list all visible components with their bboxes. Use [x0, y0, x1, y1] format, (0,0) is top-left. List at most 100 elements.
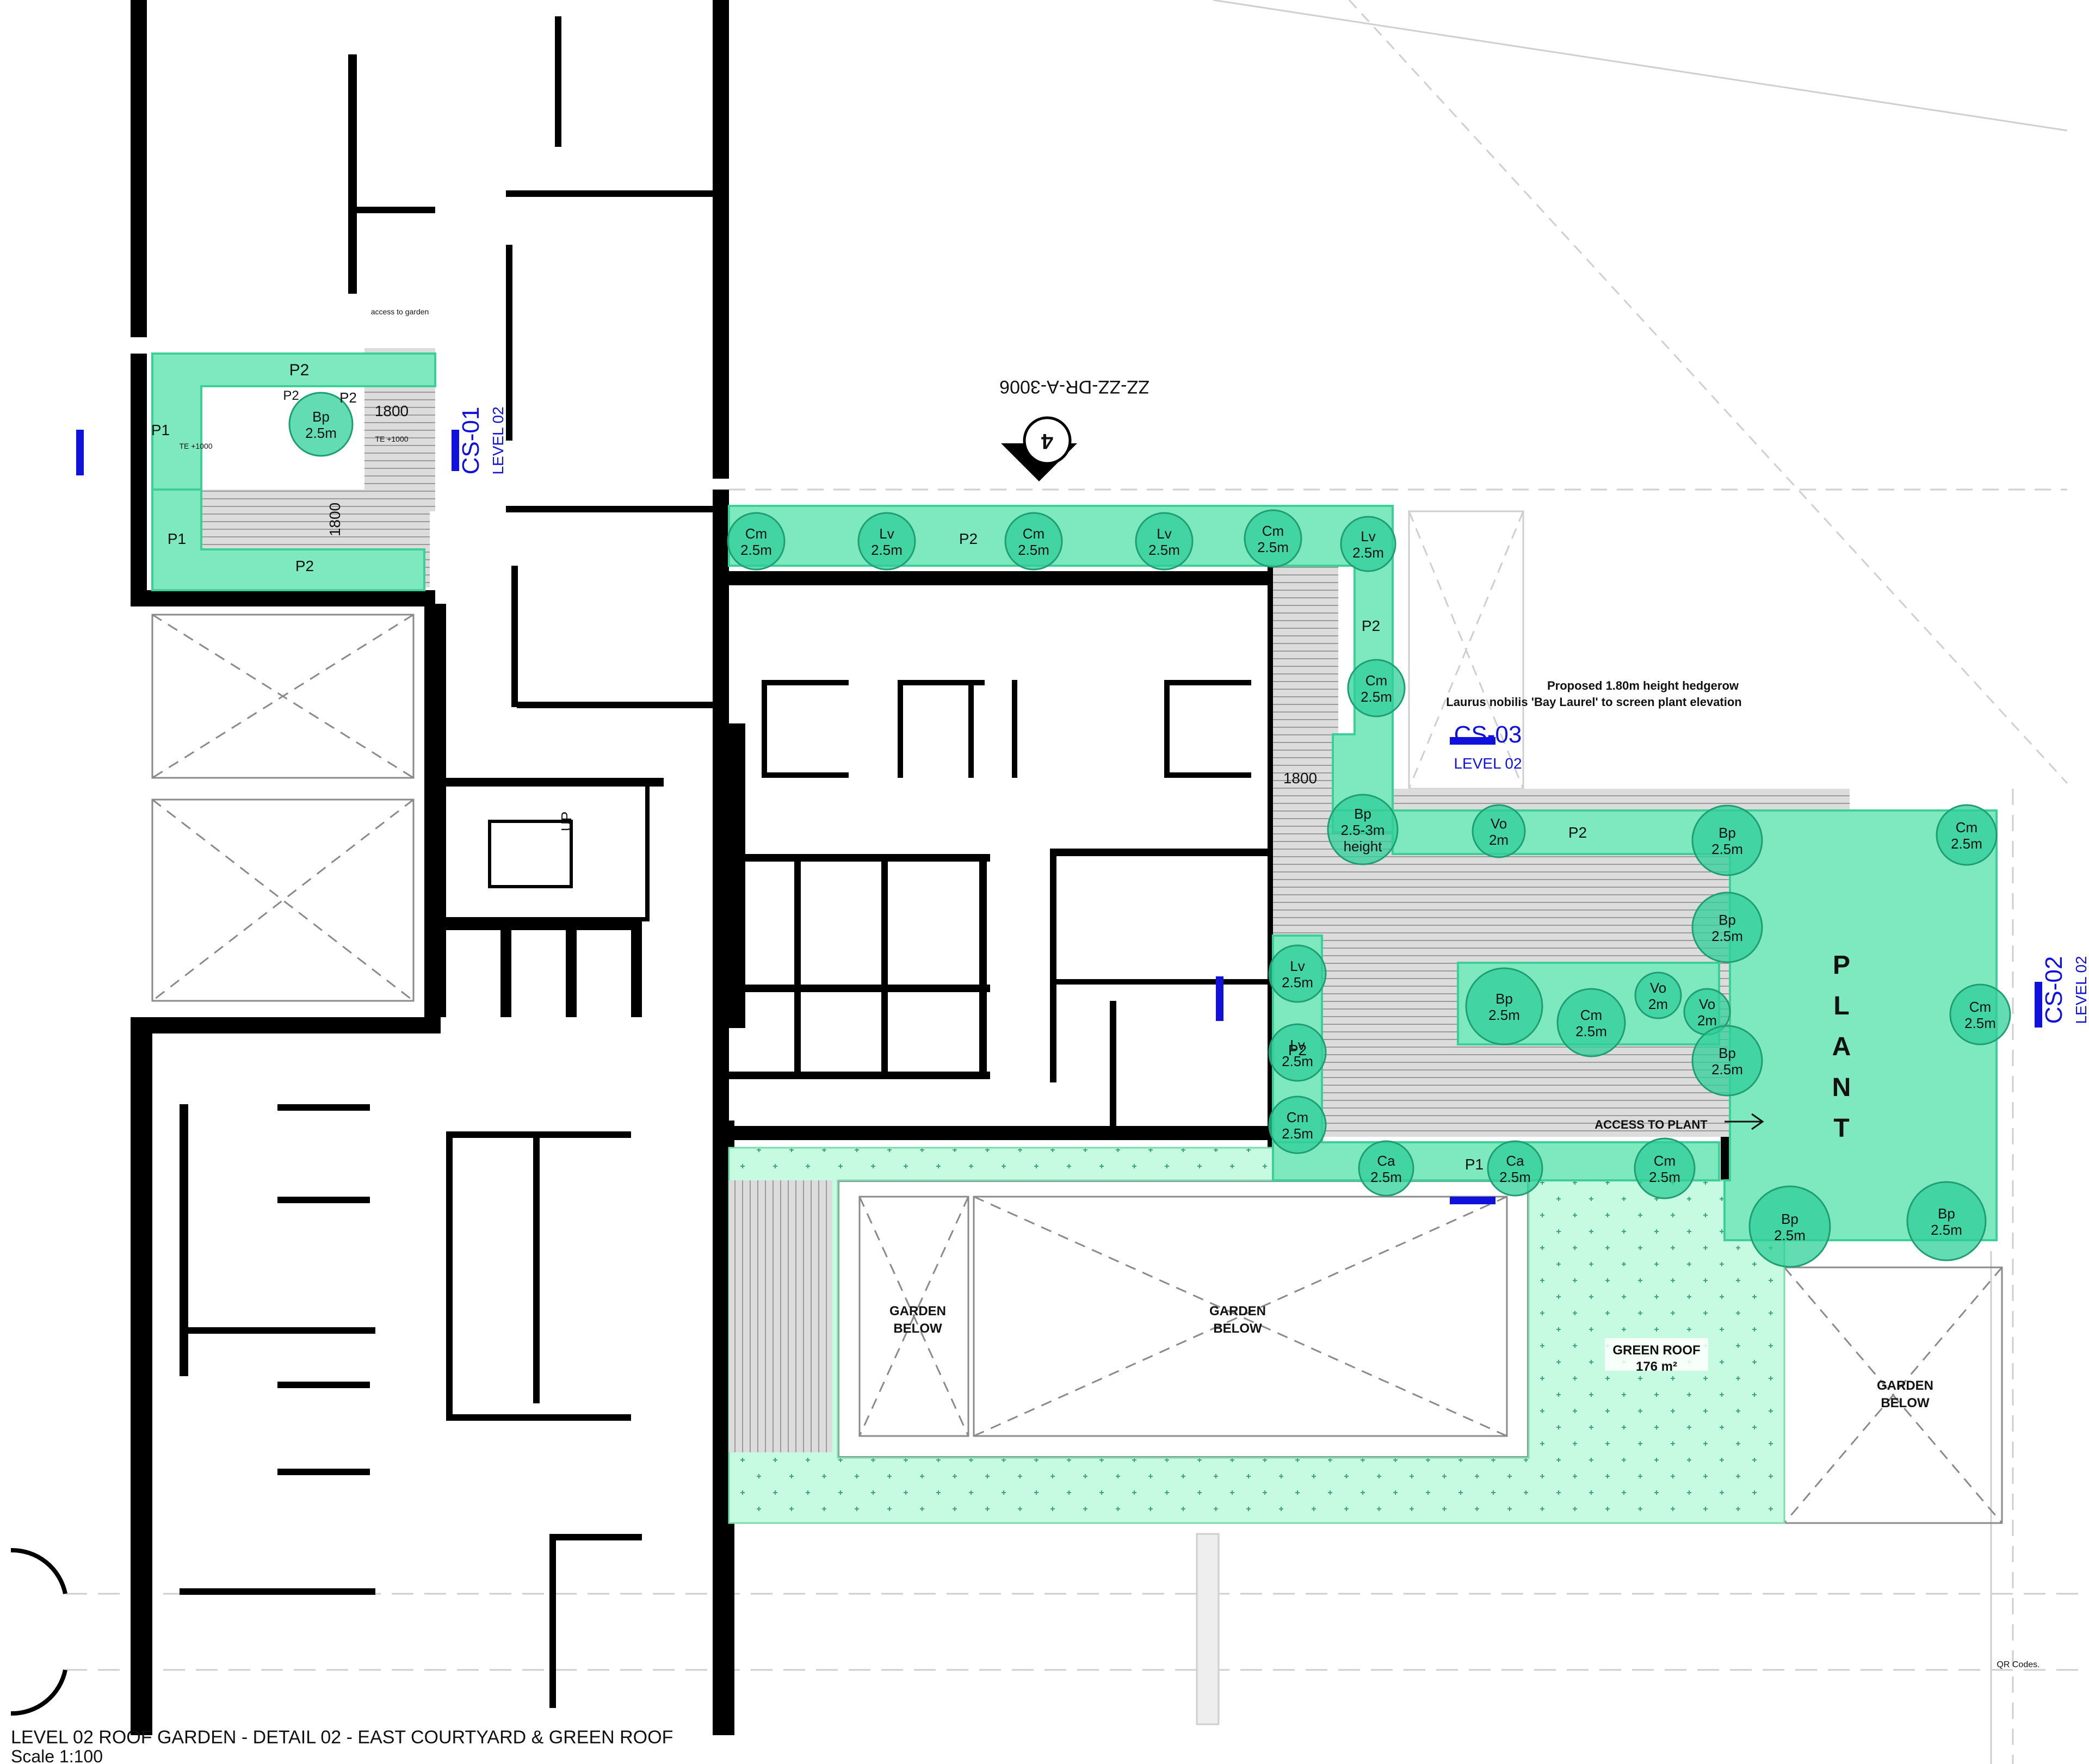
tree-species-code: Ca [1506, 1153, 1524, 1169]
access-to-plant-note: ACCESS TO PLANT [1594, 1118, 1708, 1131]
tree-symbol: Cm2.5m [1268, 1095, 1327, 1154]
tree-symbol: Cm2.5m [1949, 983, 2011, 1045]
tree-canopy-icon [1634, 1137, 1696, 1199]
tree-size-label: 2.5m [1257, 539, 1289, 555]
garden-below-label: BELOW [1881, 1396, 1930, 1410]
tree-symbol: Lv2.5m [1340, 516, 1396, 572]
tree-size-label: 2.5m [1352, 544, 1384, 561]
svg-text:P: P [1833, 951, 1850, 980]
plant-room-label: P L A N T [1832, 951, 1851, 1143]
section-marker-cs03: CS-03 LEVEL 02 [1450, 721, 1522, 1204]
tree-canopy-icon [1135, 512, 1194, 571]
svg-text:LEVEL 02: LEVEL 02 [490, 406, 506, 474]
te-label: TE +1000 [375, 435, 408, 443]
tree-canopy-icon [1634, 971, 1682, 1019]
tree-size-label: height [1344, 838, 1383, 855]
tree-symbol: Bp2.5m [288, 392, 354, 457]
tree-symbol: Lv2.5m [1135, 512, 1194, 571]
tree-canopy-icon [288, 392, 354, 457]
tree-size-label: 2.5m [1711, 841, 1743, 857]
tree-symbol: Cm2.5m [1244, 509, 1302, 568]
tree-size-label: 2.5m [1774, 1227, 1806, 1243]
tree-canopy-icon [1906, 1181, 1987, 1261]
tree-species-code: Bp [1938, 1205, 1955, 1222]
garden-below-label: BELOW [1213, 1321, 1262, 1336]
zone-p2-label: P2 [283, 388, 299, 403]
zone-p1-label: P1 [168, 530, 186, 547]
tree-canopy-icon [1487, 1140, 1543, 1197]
green-roof-label: GREEN ROOF [1612, 1343, 1700, 1358]
tree-size-label: 2.5m [871, 542, 903, 558]
zone-p1-label: P1 [1465, 1156, 1484, 1173]
tree-species-code: Bp [1719, 1045, 1736, 1061]
tree-symbol: Lv2.5m [1268, 1023, 1327, 1082]
zone-p2-label: P2 [339, 389, 357, 406]
tree-canopy-icon [1472, 804, 1526, 858]
tree-size-label: 2.5m [305, 425, 337, 441]
hedgerow-note-line1: Proposed 1.80m height hedgerow [1547, 679, 1739, 692]
tree-species-code: Bp [312, 408, 330, 425]
tree-canopy-icon [1949, 983, 2011, 1045]
tree-canopy-icon [1358, 1140, 1414, 1197]
zone-p2-label: P2 [295, 558, 314, 574]
tree-species-code: Vo [1699, 996, 1715, 1012]
tree-canopy-icon [857, 512, 916, 571]
tree-canopy-icon [1691, 1025, 1763, 1097]
tree-symbol: Bp2.5m [1691, 1025, 1763, 1097]
door-arc-icon [10, 1669, 67, 1716]
tree-canopy-icon [1268, 1023, 1327, 1082]
garden-below-label: GARDEN [1877, 1378, 1933, 1393]
tree-size-label: 2.5m [1361, 689, 1392, 705]
tree-size-label: 2.5-3m [1341, 822, 1385, 838]
zone-p2-label: P2 [289, 361, 310, 379]
tree-symbol: Cm2.5m [1634, 1137, 1696, 1199]
green-roof-area: 176 m² [1636, 1359, 1677, 1374]
tree-symbol: Lv2.5m [1268, 944, 1327, 1003]
dimension-1800: 1800 [1283, 770, 1317, 787]
tree-species-code: Bp [1719, 825, 1736, 841]
tree-size-label: 2m [1489, 832, 1509, 848]
tree-size-label: 2.5m [1370, 1169, 1402, 1185]
svg-text:A: A [1832, 1032, 1851, 1061]
tree-size-label: 2m [1648, 996, 1668, 1012]
section-marker-cs02: CS-02 LEVEL 02 [1216, 956, 2089, 1028]
tree-canopy-icon [1327, 794, 1399, 865]
tree-species-code: Lv [1361, 528, 1375, 544]
access-to-garden-note: access to garden [371, 307, 429, 316]
svg-text:LEVEL 02: LEVEL 02 [2073, 956, 2089, 1024]
tree-size-label: 2.5m [1931, 1222, 1962, 1238]
svg-text:LEVEL 02: LEVEL 02 [1454, 755, 1522, 772]
tree-symbol: Ca2.5m [1487, 1140, 1543, 1197]
tree-canopy-icon [1268, 944, 1327, 1003]
drawing-scale: Scale 1:100 [11, 1747, 103, 1764]
zone-p1-label: P1 [151, 422, 170, 438]
tree-species-code: Lv [1157, 525, 1171, 542]
tree-size-label: 2.5m [740, 542, 772, 558]
tree-canopy-icon [727, 512, 786, 571]
tree-canopy-icon [1691, 804, 1763, 876]
view-reference: ZZ-ZZ-DR-A-3006 [999, 376, 1149, 397]
tree-symbol: Bp2.5m [1906, 1181, 1987, 1261]
zone-p2-label: P2 [1568, 824, 1587, 841]
tree-species-code: Lv [1290, 958, 1305, 974]
tree-size-label: 2.5m [1282, 1053, 1313, 1069]
qr-codes-note: QR Codes. [1997, 1660, 2039, 1669]
site-boundary-lines [65, 0, 2089, 1764]
tree-size-label: 2.5m [1499, 1169, 1531, 1185]
zone-p2-label: P2 [1362, 617, 1380, 634]
garden-below-label: BELOW [893, 1321, 942, 1336]
tree-canopy-icon [1340, 516, 1396, 572]
tree-symbol: Cm2.5m [1556, 988, 1626, 1057]
tree-size-label: 2m [1697, 1012, 1717, 1029]
tree-size-label: 2.5m [1964, 1015, 1996, 1031]
view-marker-icon: 4 [1001, 416, 1077, 481]
labels: P2 P2 P2 P2 P2 P2 P2 P2 P1 P1 P1 TE +100… [10, 307, 2089, 1764]
tree-symbol: Ca2.5m [1358, 1140, 1414, 1197]
tree-symbol: Cm2.5m [1004, 512, 1063, 571]
garden-below-label: GARDEN [889, 1304, 946, 1319]
tree-species-code: Bp [1719, 912, 1736, 928]
dimension-1800: 1800 [326, 503, 343, 536]
